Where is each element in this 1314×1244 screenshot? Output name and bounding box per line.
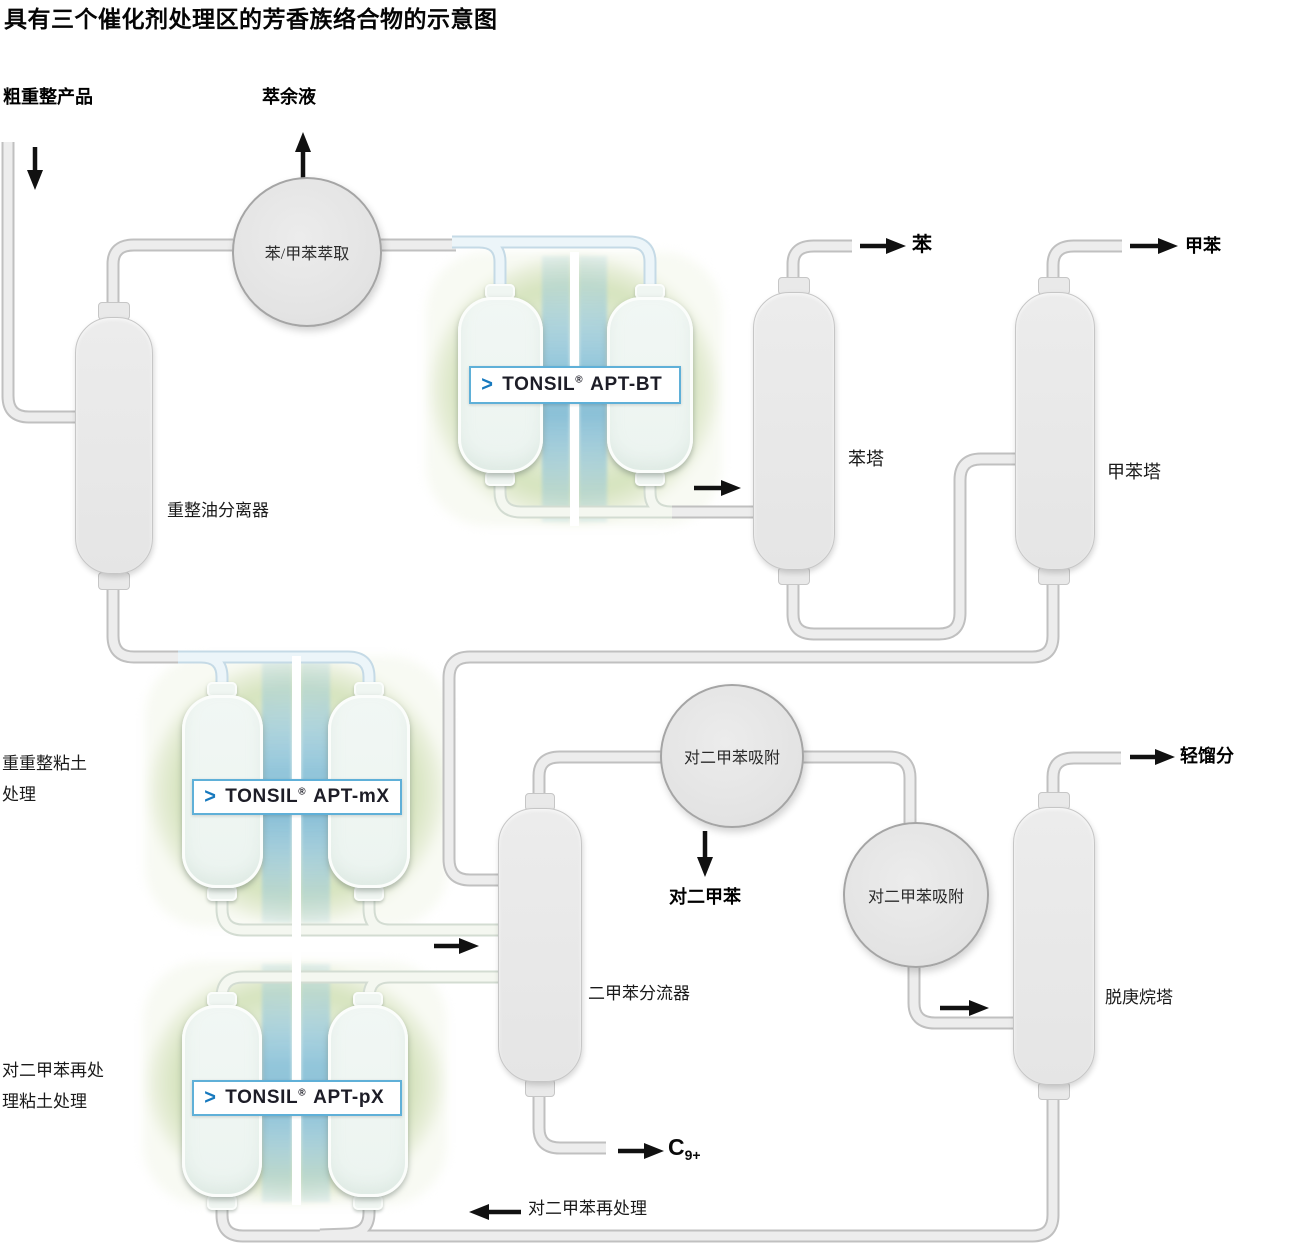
xylene-splitter-vessel [498,808,582,1082]
flow-arrows [27,132,1178,1220]
c9-subscript: 9+ [684,1147,701,1163]
registered-mark: ® [298,1087,307,1099]
apt-px-plate: > TONSIL® APT-pX [192,1080,402,1116]
registered-mark: ® [575,374,584,386]
apt-mx-grade: APT-mX [313,786,390,807]
apt-mx-px-divider [292,656,301,1205]
apt-bt-bottle2-bottom-neck [635,471,665,486]
apt-px-bottle2-bottom-neck [353,1195,383,1210]
px-adsorption-bottom-label: 对二甲苯吸附 [867,889,964,906]
benzene-stream-label: 苯 [912,234,932,256]
px-adsorption-top-label: 对二甲苯吸附 [683,750,780,767]
chevron-icon: > [204,1086,216,1109]
extraction-unit-label: 苯/甲苯萃取 [264,246,350,263]
apt-bt-bottle2-top-neck [635,284,665,299]
apt-mx-bottle1-bottom-neck [207,886,237,901]
apt-bt-grade: APT-BT [590,374,663,395]
diagram-title: 具有三个催化剂处理区的芳香族络合物的示意图 [4,7,498,32]
apt-px-bottle1-top-neck [207,992,237,1007]
px-retreat-clay-note-line1: 对二甲苯再处 [2,1061,104,1080]
apt-mx-brand: TONSIL [225,786,299,807]
toluene-column-vessel [1015,292,1095,570]
heavy-reformate-clay-note-line2: 处理 [2,785,36,804]
apt-bt-plate: > TONSIL® APT-BT [469,366,681,404]
px-retreat-label: 对二甲苯再处理 [528,1199,647,1218]
apt-px-bottle2-top-neck [353,992,383,1007]
apt-px-brand: TONSIL [225,1087,299,1108]
apt-bt-bottle1-bottom-neck [485,471,515,486]
extraction-unit: 苯/甲苯萃取 [232,177,382,327]
reformate-separator-label: 重整油分离器 [167,501,269,520]
benzene-column-vessel [753,292,835,570]
crude-reformate-label: 粗重整产品 [3,87,93,107]
heavy-reformate-clay-note: 重重整粘土 处理 [2,748,87,810]
px-retreat-clay-note: 对二甲苯再处 理粘土处理 [2,1055,104,1117]
c9-main: C [668,1134,685,1160]
toluene-column-label: 甲苯塔 [1107,462,1161,482]
chevron-icon: > [481,373,493,396]
apt-mx-bottle2-top-neck [354,682,384,697]
separator-bottom-neck [98,572,130,590]
px-adsorption-unit-bottom: 对二甲苯吸附 [843,822,989,968]
chevron-icon: > [204,785,216,808]
apt-mx-plate: > TONSIL® APT-mX [192,779,402,815]
deheptanizer-vessel [1013,807,1095,1085]
xylene-splitter-label: 二甲苯分流器 [588,984,690,1003]
apt-mx-bottle1-top-neck [207,682,237,697]
apt-bt-brand: TONSIL [502,374,576,395]
px-retreat-clay-note-line2: 理粘土处理 [2,1092,87,1111]
apt-px-grade: APT-pX [313,1087,385,1108]
apt-px-bottle1-bottom-neck [207,1195,237,1210]
c9-plus-label: C9+ [668,1133,701,1165]
toluene-stream-label: 甲苯 [1185,236,1221,256]
registered-mark: ® [298,786,307,798]
px-adsorption-unit-top: 对二甲苯吸附 [660,684,804,828]
raffinate-label: 萃余液 [262,87,316,107]
benzene-column-label: 苯塔 [848,449,884,469]
apt-bt-bottle1-top-neck [485,284,515,299]
para-xylene-stream-label: 对二甲苯 [669,887,741,907]
deheptanizer-label: 脱庚烷塔 [1105,988,1173,1007]
light-ends-label: 轻馏分 [1180,746,1234,766]
apt-mx-bottle2-bottom-neck [354,886,384,901]
reformate-separator-vessel [75,317,153,574]
heavy-reformate-clay-note-line1: 重重整粘土 [2,754,87,773]
